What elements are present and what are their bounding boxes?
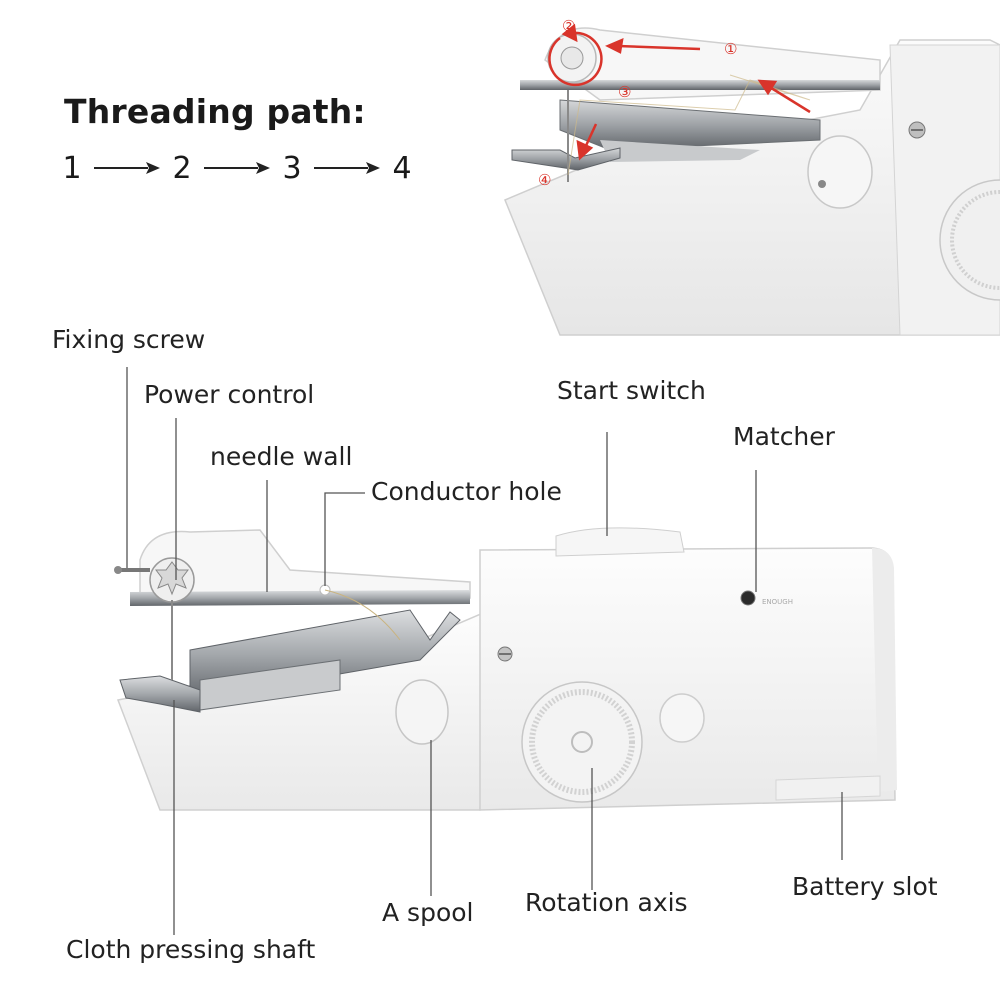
threading-sequence: 1 2 3 4: [60, 148, 414, 188]
rotation-wheel: [521, 681, 643, 803]
spool-knob: [395, 679, 449, 745]
needle-wall-bar: [130, 590, 470, 606]
marker-2: ②: [562, 17, 575, 35]
arrow-right-icon: [204, 162, 270, 174]
matcher-hole: [740, 590, 756, 606]
label-cloth-pressing-shaft: Cloth pressing shaft: [66, 935, 316, 964]
label-start-switch: Start switch: [557, 376, 706, 405]
label-needle-wall: needle wall: [210, 442, 353, 471]
presser-foot: [119, 675, 201, 713]
threading-closeup-illustration: ② ① ③ ④: [504, 17, 1000, 336]
marker-3: ③: [618, 83, 631, 101]
upper-arm: [139, 529, 471, 601]
step-4: 4: [392, 150, 412, 186]
threading-path-title: Threading path:: [64, 92, 366, 131]
label-conductor-hole: Conductor hole: [371, 477, 562, 506]
leader-lines: [126, 367, 843, 935]
svg-text:ENOUGH: ENOUGH: [762, 598, 793, 606]
label-matcher: Matcher: [733, 422, 835, 451]
label-power-control: Power control: [144, 380, 315, 409]
step-3: 3: [282, 150, 302, 186]
step-2: 2: [172, 150, 192, 186]
step-1: 1: [62, 150, 82, 186]
threading-red-arrows: [548, 23, 811, 161]
label-battery-slot: Battery slot: [792, 872, 938, 901]
label-a-spool: A spool: [382, 898, 474, 927]
label-fixing-screw: Fixing screw: [52, 325, 206, 354]
closeup-knob: [807, 135, 873, 209]
arrow-right-icon: [314, 162, 380, 174]
marker-4: ④: [538, 171, 551, 189]
start-switch-part: [555, 527, 685, 557]
arrow-right-icon: [94, 162, 160, 174]
marker-1: ①: [724, 40, 737, 58]
label-rotation-axis: Rotation axis: [525, 888, 688, 917]
closeup-needle-wall: [520, 80, 880, 90]
